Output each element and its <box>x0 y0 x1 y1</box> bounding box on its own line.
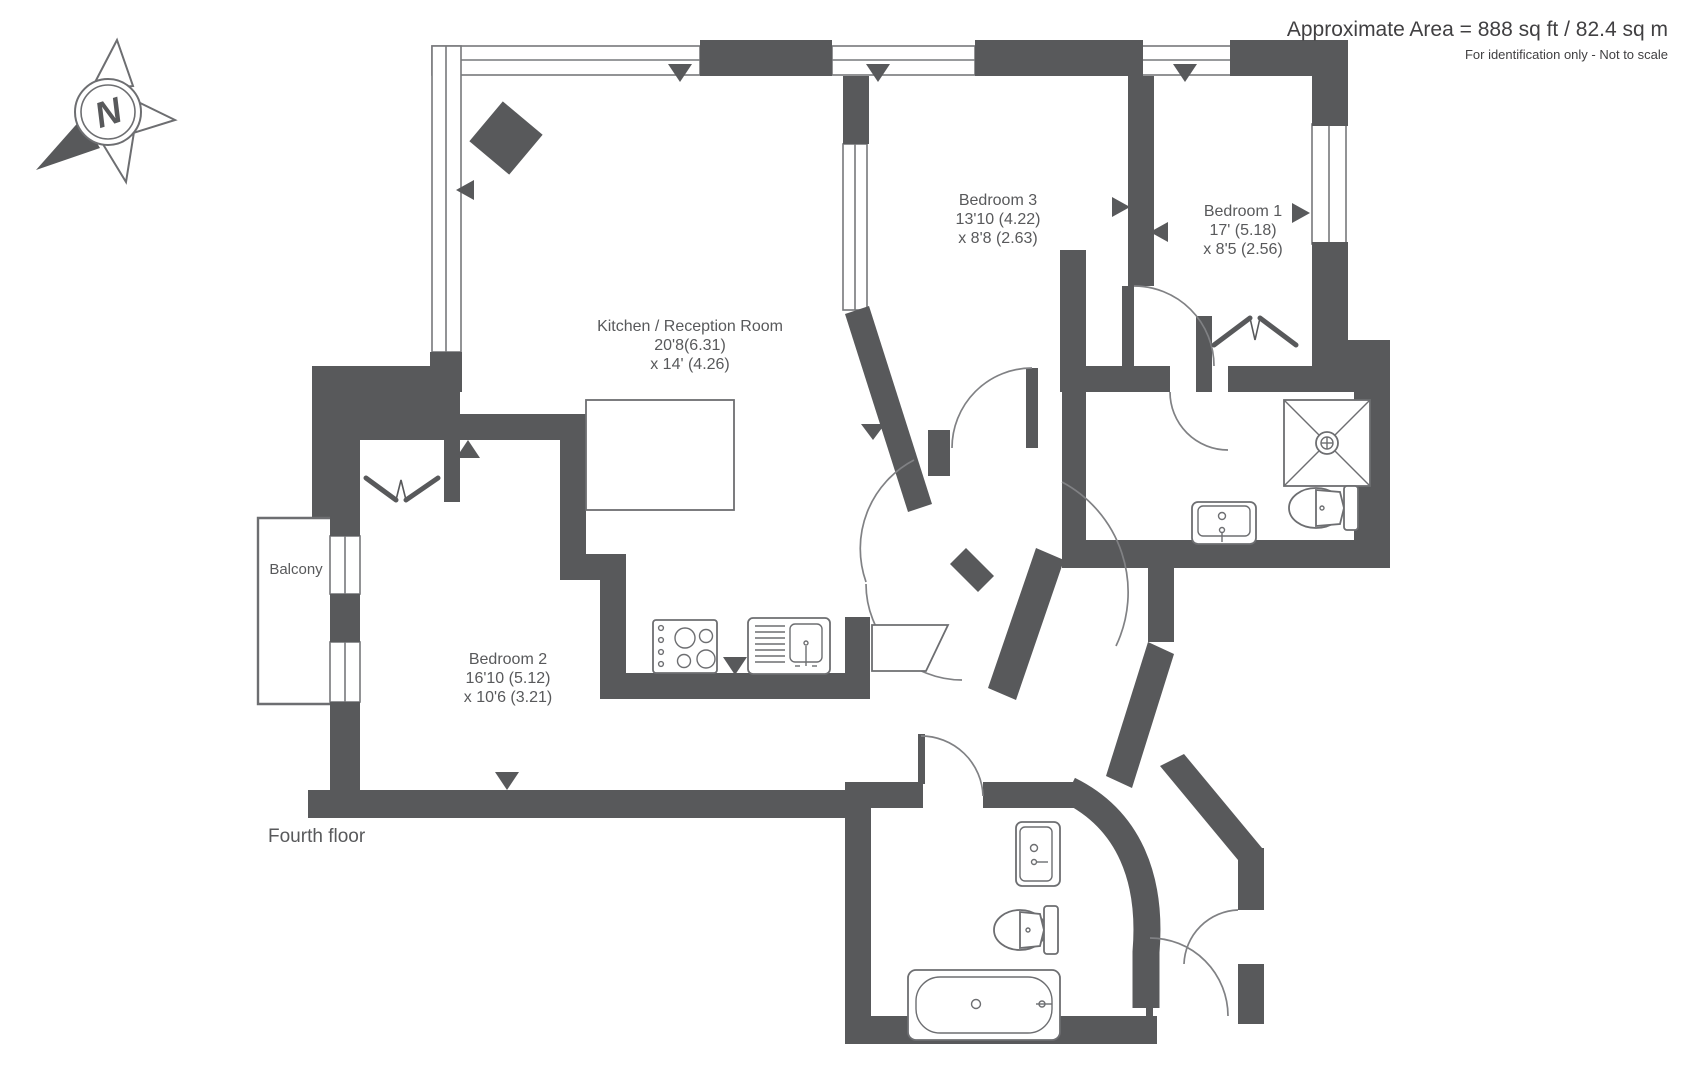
drainer-lines <box>755 625 785 663</box>
door-leaf <box>1146 938 1153 1016</box>
door-leaf <box>1122 286 1134 366</box>
kitchen-counter <box>871 624 950 672</box>
shower-icon <box>1283 399 1371 487</box>
disclaimer-text: For identification only - Not to scale <box>1465 47 1668 62</box>
toilet-icon <box>993 905 1059 955</box>
room-dims: x 8'5 (2.56) <box>1203 241 1283 258</box>
bedroom2-label: Bedroom 2 16'10 (5.12) x 10'6 (3.21) <box>464 651 552 706</box>
room-name: Kitchen / Reception Room <box>597 318 783 335</box>
bathtub-icon <box>907 969 1061 1041</box>
door-leaf <box>1026 368 1038 448</box>
kitchen-island <box>585 399 735 511</box>
room-dims: x 10'6 (3.21) <box>464 689 552 706</box>
floor-label: Fourth floor <box>268 826 366 847</box>
windows <box>329 45 1347 703</box>
room-name: Bedroom 2 <box>469 651 547 668</box>
kitchen-sink-icon <box>747 617 831 675</box>
room-dims: x 8'8 (2.63) <box>958 230 1038 247</box>
toilet-ensuite-icon <box>1288 485 1359 531</box>
room-dims: 20'8(6.31) <box>654 337 726 354</box>
door-leaf <box>918 734 925 784</box>
balcony-outline <box>256 516 330 706</box>
room-dims: 13'10 (4.22) <box>956 211 1041 228</box>
kitchen-label: Kitchen / Reception Room 20'8(6.31) x 14… <box>597 318 783 373</box>
room-name: Bedroom 1 <box>1204 203 1282 220</box>
walls <box>308 40 1390 1044</box>
room-name: Bedroom 3 <box>959 192 1037 209</box>
compass-rose: N <box>36 37 178 185</box>
curved-wall <box>1062 777 1161 1008</box>
hob-icon <box>652 619 718 674</box>
bedroom3-label: Bedroom 3 13'10 (4.22) x 8'8 (2.63) <box>956 192 1041 247</box>
wardrobe-bedroom1 <box>1211 315 1299 348</box>
bedroom1-label: Bedroom 1 17' (5.18) x 8'5 (2.56) <box>1203 203 1283 258</box>
wardrobe-bedroom2 <box>363 475 441 503</box>
room-dims: 17' (5.18) <box>1209 222 1276 239</box>
basin-icon <box>1015 821 1061 887</box>
room-dims: 16'10 (5.12) <box>466 670 551 687</box>
direction-markers <box>456 64 1310 790</box>
basin-ensuite-icon <box>1191 501 1257 545</box>
labels: Approximate Area = 888 sq ft / 82.4 sq m… <box>268 18 1668 847</box>
room-dims: x 14' (4.26) <box>650 356 730 373</box>
column-icon <box>469 101 543 175</box>
balcony-label: Balcony <box>269 561 323 578</box>
approximate-area-text: Approximate Area = 888 sq ft / 82.4 sq m <box>1287 18 1668 41</box>
